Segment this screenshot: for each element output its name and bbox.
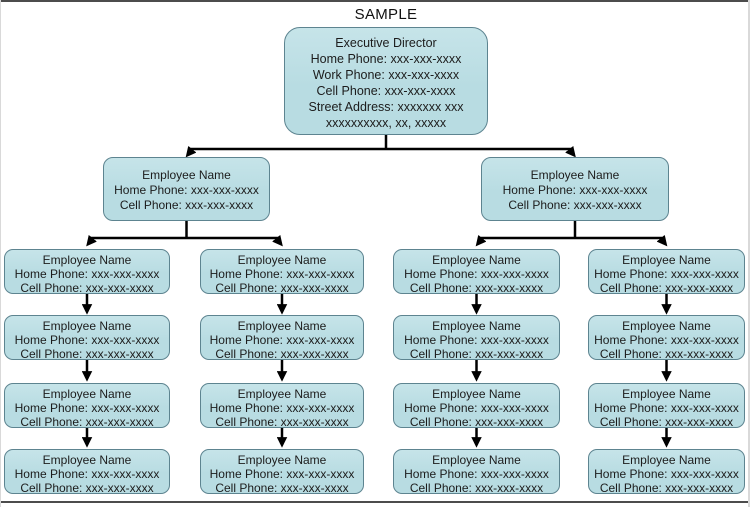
node-home-phone: Home Phone: xxx-xxx-xxxx (404, 467, 549, 481)
node-name: Employee Name (432, 453, 521, 467)
page-rule-left (0, 0, 1, 507)
page-rule-top (0, 0, 750, 2)
node-cell-phone: Cell Phone: xxx-xxx-xxxx (119, 198, 254, 212)
connector-arrow (565, 145, 576, 158)
page-rule-right (748, 0, 750, 507)
node-home-phone: Home Phone: xxx-xxx-xxxx (404, 333, 549, 347)
employee-box: Employee Name Home Phone: xxx-xxx-xxxx C… (588, 315, 745, 360)
node-name: Employee Name (622, 253, 711, 267)
node-home-phone: Home Phone: xxx-xxx-xxxx (209, 401, 355, 415)
node-cell-phone: Cell Phone: xxx-xxx-xxxx (215, 347, 349, 360)
node-home-phone: Home Phone: xxx-xxx-xxxx (310, 52, 462, 66)
node-name: Employee Name (42, 319, 132, 333)
node-home-phone: Home Phone: xxx-xxx-xxxx (14, 267, 160, 281)
node-home-phone: Home Phone: xxx-xxx-xxxx (404, 267, 549, 281)
executive-director-box: Executive Director Home Phone: xxx-xxx-x… (284, 27, 488, 135)
employee-box: Employee Name Home Phone: xxx-xxx-xxxx C… (588, 449, 745, 494)
employee-box: Employee Name Home Phone: xxx-xxx-xxxx C… (393, 315, 560, 360)
employee-box: Employee Name Home Phone: xxx-xxx-xxxx C… (4, 449, 170, 494)
node-home-phone: Home Phone: xxx-xxx-xxxx (594, 333, 739, 347)
node-cell-phone: Cell Phone: xxx-xxx-xxxx (409, 281, 544, 294)
employee-box: Employee Name Home Phone: xxx-xxx-xxxx C… (4, 383, 170, 428)
node-cell-phone: Cell Phone: xxx-xxx-xxxx (599, 481, 734, 494)
node-work-phone: Work Phone: xxx-xxx-xxxx (312, 68, 460, 82)
node-cell-phone: Cell Phone: xxx-xxx-xxxx (20, 481, 154, 494)
connector-arrow (272, 234, 283, 247)
node-name: Employee Name (530, 168, 620, 182)
node-name: Employee Name (237, 453, 327, 467)
employee-box: Employee Name Home Phone: xxx-xxx-xxxx C… (200, 449, 364, 494)
node-name: Employee Name (42, 453, 132, 467)
employee-box: Employee Name Home Phone: xxx-xxx-xxxx C… (393, 383, 560, 428)
node-name: Employee Name (622, 453, 711, 467)
node-home-phone: Home Phone: xxx-xxx-xxxx (209, 467, 355, 481)
node-cell-phone: Cell Phone: xxx-xxx-xxxx (20, 281, 154, 294)
manager-box-right: Employee Name Home Phone: xxx-xxx-xxxx C… (481, 157, 669, 221)
employee-box: Employee Name Home Phone: xxx-xxx-xxxx C… (200, 315, 364, 360)
node-address-line2: xxxxxxxxxx, xx, xxxxx (325, 116, 447, 130)
node-home-phone: Home Phone: xxx-xxx-xxxx (209, 267, 355, 281)
connector-arrow (656, 234, 668, 247)
employee-box: Employee Name Home Phone: xxx-xxx-xxxx C… (588, 249, 745, 294)
node-name: Employee Name (142, 168, 231, 182)
node-home-phone: Home Phone: xxx-xxx-xxxx (594, 401, 739, 415)
manager-box-left: Employee Name Home Phone: xxx-xxx-xxxx C… (103, 157, 270, 221)
employee-box: Employee Name Home Phone: xxx-xxx-xxxx C… (200, 249, 364, 294)
node-name: Employee Name (432, 253, 521, 267)
node-cell-phone: Cell Phone: xxx-xxx-xxxx (599, 281, 734, 294)
node-name: Employee Name (622, 387, 711, 401)
node-home-phone: Home Phone: xxx-xxx-xxxx (14, 401, 160, 415)
employee-box: Employee Name Home Phone: xxx-xxx-xxxx C… (4, 249, 170, 294)
node-cell-phone: Cell Phone: xxx-xxx-xxxx (599, 415, 734, 428)
node-cell-phone: Cell Phone: xxx-xxx-xxxx (409, 415, 544, 428)
node-name: Employee Name (432, 319, 521, 333)
node-name: Executive Director (335, 36, 437, 50)
page-rule-bottom (0, 501, 750, 503)
employee-box: Employee Name Home Phone: xxx-xxx-xxxx C… (588, 383, 745, 428)
page-title: SAMPLE (354, 6, 418, 23)
node-home-phone: Home Phone: xxx-xxx-xxxx (404, 401, 549, 415)
node-home-phone: Home Phone: xxx-xxx-xxxx (14, 333, 160, 347)
node-cell-phone: Cell Phone: xxx-xxx-xxxx (599, 347, 734, 360)
node-home-phone: Home Phone: xxx-xxx-xxxx (502, 183, 648, 197)
node-cell-phone: Cell Phone: xxx-xxx-xxxx (20, 415, 154, 428)
employee-box: Employee Name Home Phone: xxx-xxx-xxxx C… (393, 249, 560, 294)
connector-arrow (475, 234, 487, 247)
node-home-phone: Home Phone: xxx-xxx-xxxx (114, 183, 259, 197)
node-name: Employee Name (237, 387, 327, 401)
employee-box: Employee Name Home Phone: xxx-xxx-xxxx C… (200, 383, 364, 428)
node-home-phone: Home Phone: xxx-xxx-xxxx (594, 467, 739, 481)
node-cell-phone: Cell Phone: xxx-xxx-xxxx (215, 481, 349, 494)
node-name: Employee Name (237, 253, 327, 267)
node-name: Employee Name (42, 387, 132, 401)
connector-arrow (86, 234, 97, 247)
node-cell-phone: Cell Phone: xxx-xxx-xxxx (20, 347, 154, 360)
node-cell-phone: Cell Phone: xxx-xxx-xxxx (409, 347, 544, 360)
employee-box: Employee Name Home Phone: xxx-xxx-xxxx C… (393, 449, 560, 494)
connector-arrow (185, 145, 197, 158)
node-name: Employee Name (237, 319, 327, 333)
node-name: Employee Name (42, 253, 132, 267)
node-home-phone: Home Phone: xxx-xxx-xxxx (209, 333, 355, 347)
node-cell-phone: Cell Phone: xxx-xxx-xxxx (409, 481, 544, 494)
node-cell-phone: Cell Phone: xxx-xxx-xxxx (215, 281, 349, 294)
node-cell-phone: Cell Phone: xxx-xxx-xxxx (316, 84, 456, 98)
node-address-line1: Street Address: xxxxxxx xxx (308, 100, 464, 114)
node-cell-phone: Cell Phone: xxx-xxx-xxxx (215, 415, 349, 428)
node-home-phone: Home Phone: xxx-xxx-xxxx (14, 467, 160, 481)
node-cell-phone: Cell Phone: xxx-xxx-xxxx (508, 198, 642, 212)
employee-box: Employee Name Home Phone: xxx-xxx-xxxx C… (4, 315, 170, 360)
node-name: Employee Name (432, 387, 521, 401)
node-home-phone: Home Phone: xxx-xxx-xxxx (594, 267, 739, 281)
node-name: Employee Name (622, 319, 711, 333)
